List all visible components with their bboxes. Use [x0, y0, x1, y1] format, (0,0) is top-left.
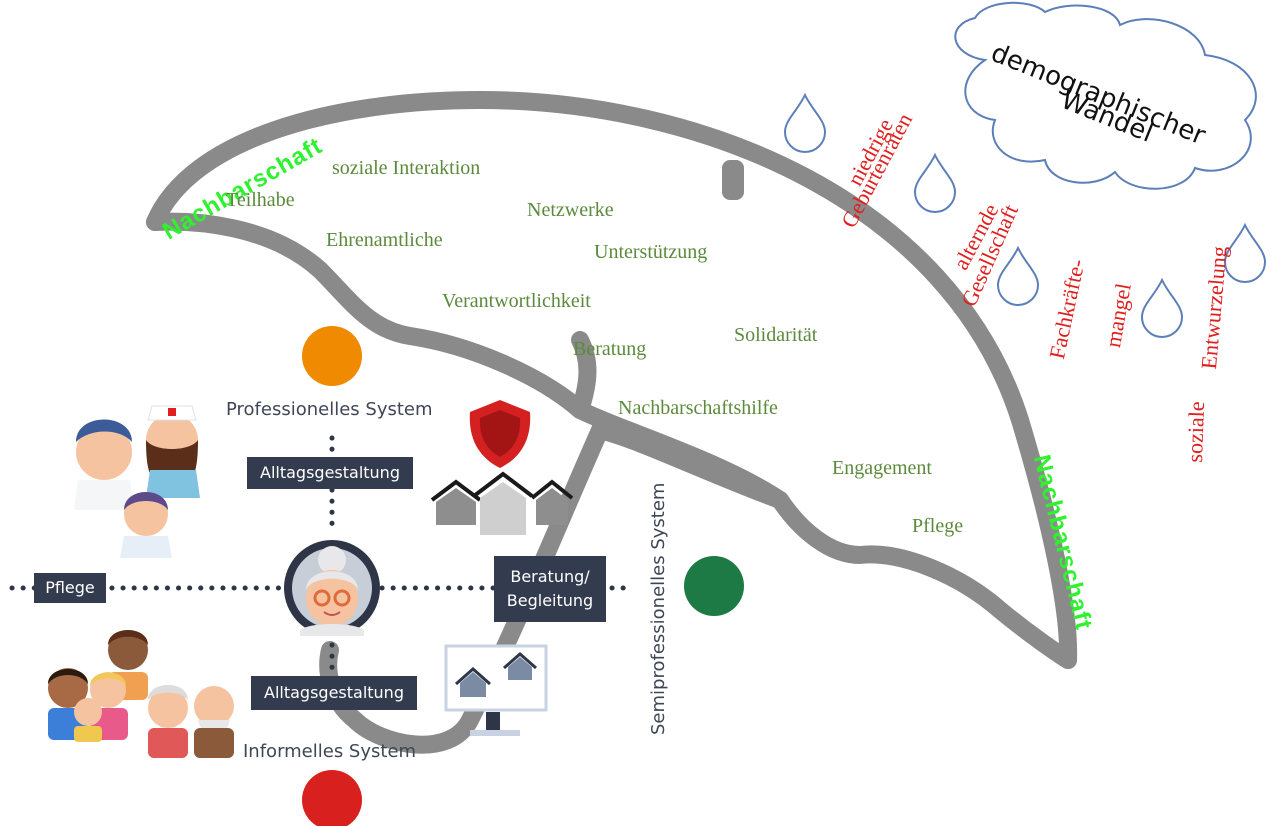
- box-pflege: Pflege: [34, 573, 106, 603]
- raindrop-icon: [996, 245, 1040, 306]
- family-icon: [48, 630, 234, 758]
- term-solidaritaet: Solidarität: [734, 324, 818, 346]
- raindrop-icon: [783, 92, 827, 153]
- cloud-shape: [954, 1, 1257, 190]
- term-ehrenamtliche: Ehrenamtliche: [326, 229, 443, 251]
- box-beratung-line-1: Beratung/: [510, 567, 590, 586]
- semiprofessional-dot: [684, 556, 744, 616]
- term-nachbarschaftshilfe: Nachbarschaftshilfe: [618, 397, 778, 419]
- system-professionell: Professionelles System: [226, 399, 433, 420]
- shield-inner-icon: [479, 410, 521, 457]
- term-netzwerke: Netzwerke: [527, 199, 614, 221]
- raindrop-icon: [913, 152, 957, 213]
- umbrella-fork: [591, 421, 789, 509]
- term-beratung: Beratung: [573, 338, 647, 360]
- rain-drops: [783, 92, 1267, 338]
- box-beratung-line-2: Begleitung: [506, 591, 594, 610]
- monitor-icon: [444, 644, 548, 736]
- umbrella-rib-top: [571, 331, 597, 419]
- term-engagement: Engagement: [832, 457, 932, 479]
- box-beratung-begleitung: Beratung/ Begleitung: [494, 556, 606, 622]
- term-pflege: Pflege: [912, 515, 964, 537]
- umbrella-rim: [146, 91, 1078, 669]
- umbrella-tip: [722, 160, 744, 200]
- box-alltagsgestaltung-bottom: Alltagsgestaltung: [251, 676, 417, 710]
- term-soziale-interaktion: soziale Interaktion: [332, 157, 481, 179]
- term-unterstuetzung: Unterstützung: [594, 241, 708, 263]
- box-alltagsgestaltung-top: Alltagsgestaltung: [247, 457, 413, 489]
- elderly-woman-icon: [284, 540, 380, 636]
- raindrop-icon: [1140, 277, 1184, 338]
- term-teilhabe: Teilhabe: [226, 189, 295, 211]
- medical-staff-icon: [74, 405, 200, 558]
- houses-icon: [430, 471, 574, 535]
- informal-dot: [302, 770, 362, 826]
- term-verantwortlichkeit: Verantwortlichkeit: [442, 290, 591, 312]
- professional-dot: [302, 326, 362, 386]
- system-semiprofessionell: Semiprofessionelles System: [648, 482, 669, 735]
- rain-soziale: soziale: [1182, 400, 1210, 463]
- system-informell: Informelles System: [243, 741, 417, 762]
- raindrop-icon: [1223, 222, 1267, 283]
